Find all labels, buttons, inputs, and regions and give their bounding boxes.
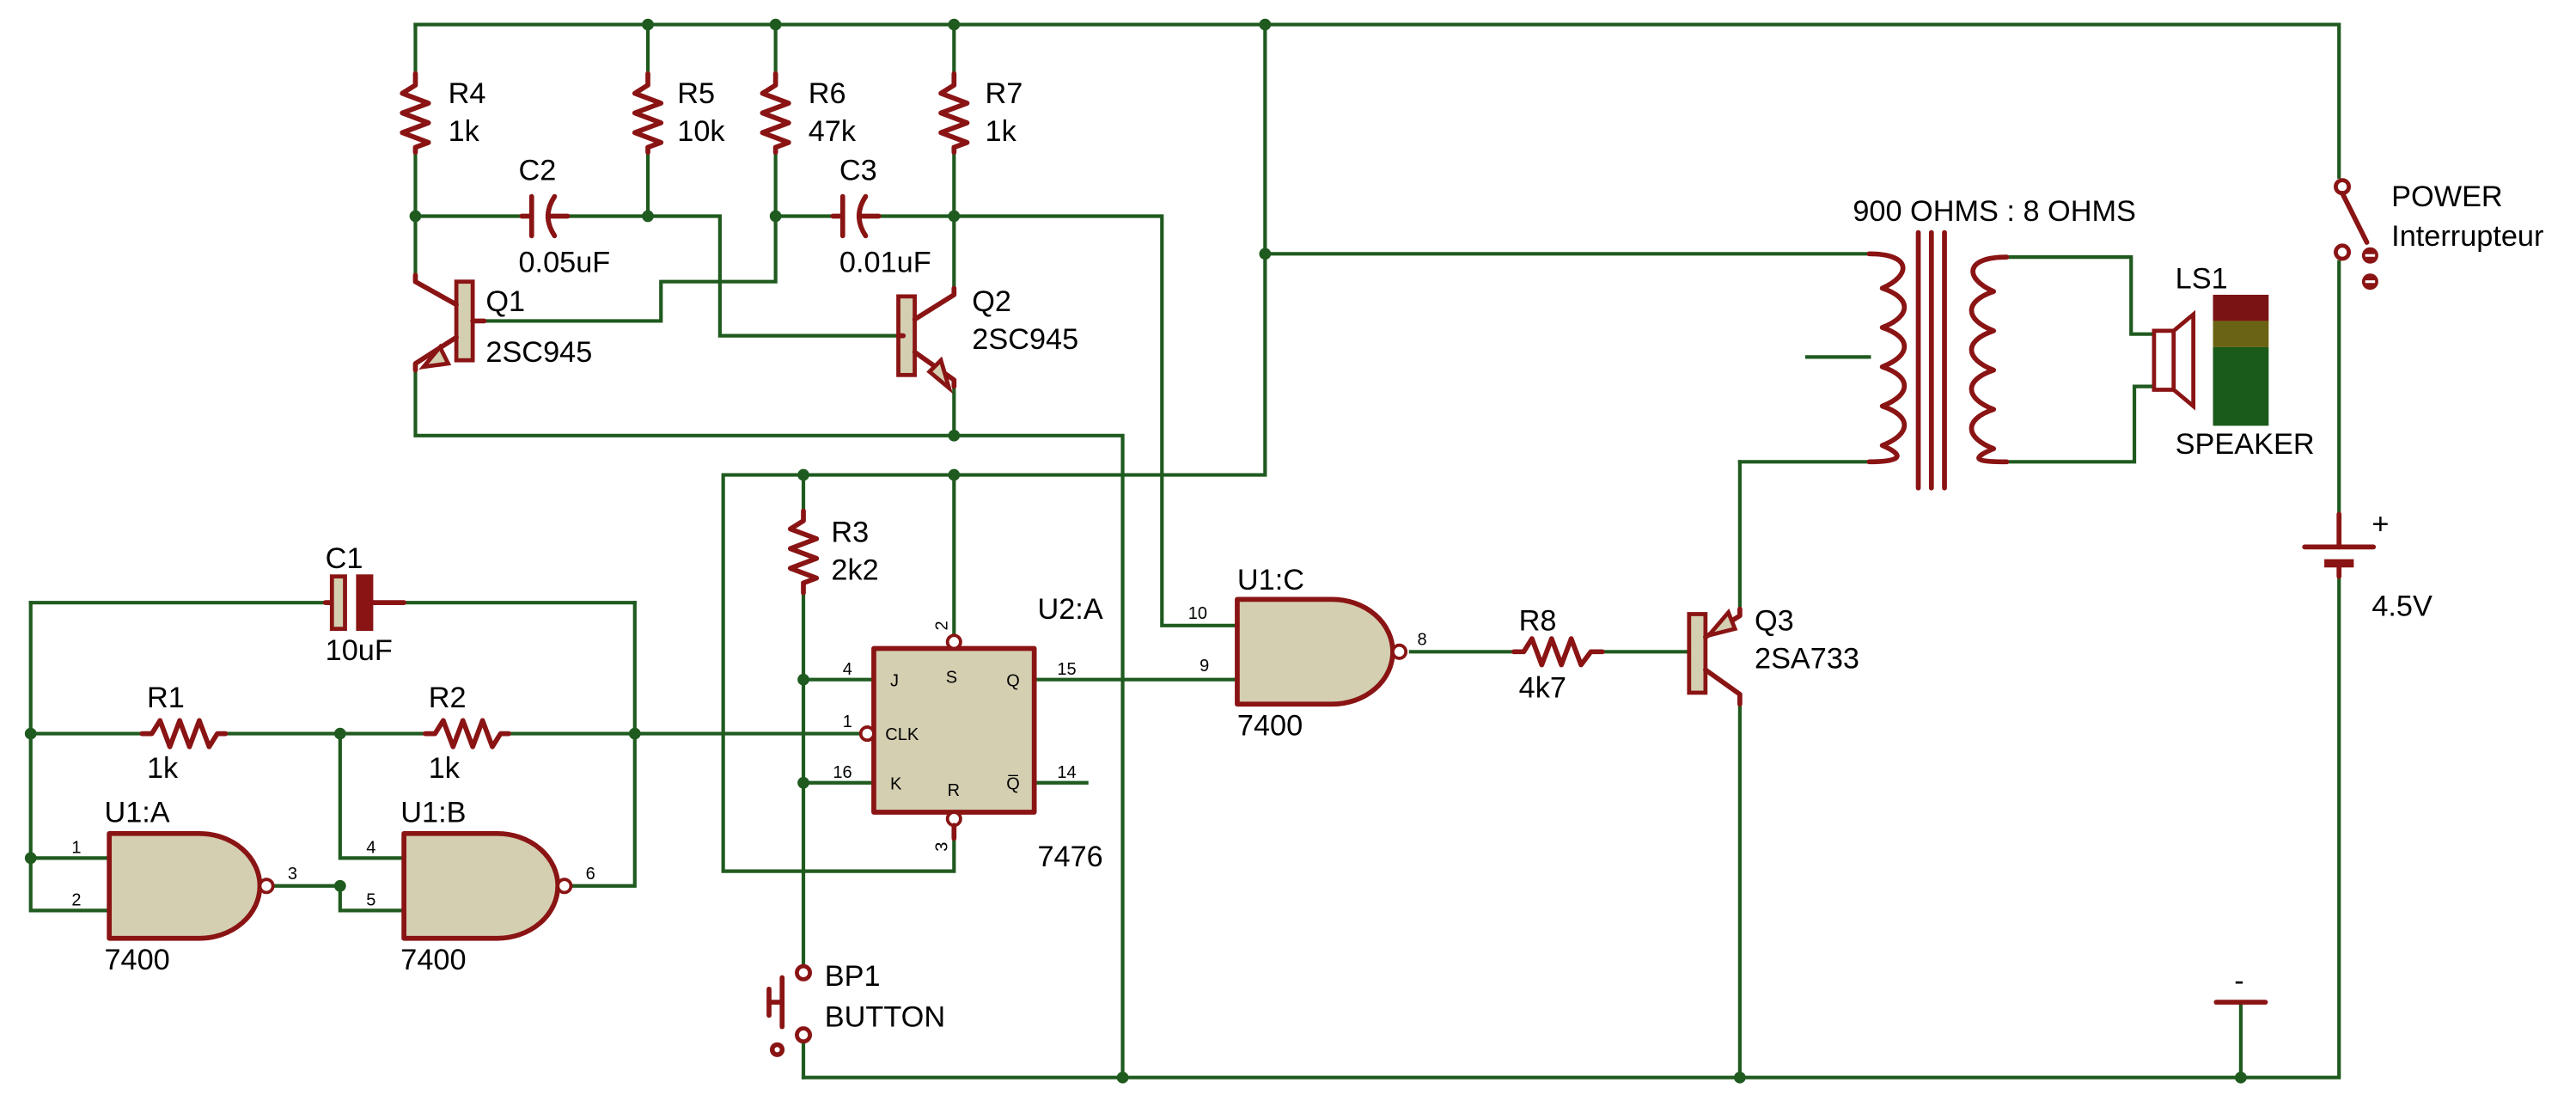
r5-value: 10k	[677, 115, 725, 148]
u2a-ref: U2:A	[1037, 593, 1102, 626]
r2-ref: R2	[429, 682, 467, 714]
capacitor-c2: C2 0.05uF	[518, 155, 610, 279]
r5-ref: R5	[677, 77, 715, 110]
battery-value: 4.5V	[2372, 590, 2433, 622]
r3-ref: R3	[831, 517, 869, 549]
u1a-value: 7400	[104, 944, 169, 976]
u1b-pin6: 6	[586, 865, 595, 884]
u2a-pin-j-label: J	[890, 671, 899, 690]
u2a-pin-r-label: R	[948, 781, 960, 800]
junction-dots	[24, 18, 2247, 1084]
power-ref: POWER	[2391, 180, 2503, 213]
u2a-pin-clk-label: CLK	[885, 725, 919, 744]
r6-value: 47k	[809, 115, 857, 148]
u1a-pin2: 2	[71, 891, 81, 910]
u2a-pin-qbar-num: 14	[1057, 763, 1076, 782]
q3-value: 2SA733	[1755, 642, 1859, 675]
q1-ref: Q1	[485, 285, 525, 318]
resistor-r5: R5 10k	[632, 70, 725, 156]
flipflop-u2a: J S Q CLK K R Q̅ 4 2 15 1 16 3 14 U2:A 7…	[833, 593, 1103, 873]
battery-polarity: +	[2372, 508, 2389, 541]
r7-value: 1k	[986, 115, 1017, 148]
u1b-ref: U1:B	[400, 796, 466, 829]
r6-ref: R6	[809, 77, 846, 110]
push-button-bp1: BP1 BUTTON	[766, 960, 945, 1057]
r4-value: 1k	[449, 115, 480, 148]
transformer-label: 900 OHMS : 8 OHMS	[1853, 195, 2136, 228]
ls1-value: SPEAKER	[2176, 428, 2315, 461]
q2-ref: Q2	[972, 285, 1011, 318]
transistor-q1: Q1 2SC945	[412, 272, 592, 373]
resistor-r8: R8 4k7	[1511, 605, 1605, 705]
capacitor-c3: C3 0.01uF	[830, 155, 931, 278]
bp1-value: BUTTON	[825, 1001, 945, 1034]
u2a-pin-q-num: 15	[1057, 660, 1076, 679]
u1c-pin10: 10	[1188, 604, 1207, 623]
u2a-pin-s-num: 2	[933, 621, 952, 630]
nand-gate-u1a: 1 2 3 U1:A 7400	[71, 796, 297, 976]
u2a-pin-r-num: 3	[933, 842, 952, 852]
u1c-value: 7400	[1237, 709, 1303, 742]
r3-value: 2k2	[831, 554, 878, 586]
u1a-pin1: 1	[71, 839, 81, 858]
q3-ref: Q3	[1755, 605, 1794, 638]
transistor-q3: Q3 2SA733	[1687, 605, 1859, 707]
u2a-pin-j-num: 4	[843, 660, 852, 679]
u2a-pin-clk-num: 1	[843, 713, 852, 731]
u2a-pin-q-label: Q	[1006, 671, 1020, 690]
r8-ref: R8	[1519, 605, 1557, 638]
u1a-pin3: 3	[288, 865, 297, 884]
resistor-r3: R3 2k2	[787, 508, 879, 596]
u2a-pin-s-label: S	[946, 669, 957, 688]
r1-value: 1k	[147, 752, 179, 785]
power-value: Interrupteur	[2391, 220, 2543, 253]
r1-ref: R1	[147, 682, 185, 714]
r4-ref: R4	[449, 77, 486, 110]
c2-value: 0.05uF	[518, 246, 610, 278]
ground-label: -	[2234, 965, 2243, 998]
u1c-pin9: 9	[1199, 657, 1209, 676]
u1b-pin4: 4	[366, 839, 375, 858]
resistor-r4: R4 1k	[400, 70, 486, 156]
nand-gate-u1c: 10 9 8 U1:C 7400	[1188, 564, 1427, 743]
u2a-pin-k-num: 16	[833, 763, 852, 782]
u1c-ref: U1:C	[1237, 564, 1304, 596]
r7-ref: R7	[986, 77, 1023, 110]
resistor-r6: R6 47k	[760, 70, 857, 156]
c1-value: 10uF	[326, 634, 393, 667]
u1a-ref: U1:A	[104, 796, 169, 829]
q2-value: 2SC945	[972, 323, 1078, 356]
c3-ref: C3	[839, 155, 877, 187]
r2-value: 1k	[429, 752, 461, 785]
transistor-q2: Q2 2SC945	[895, 285, 1078, 394]
speaker-ls1: LS1 SPEAKER	[2152, 262, 2315, 461]
resistor-r7: R7 1k	[938, 70, 1023, 156]
ground-symbol: -	[2213, 965, 2268, 1005]
u1c-pin8: 8	[1418, 631, 1427, 650]
u2a-pin-k-label: K	[890, 774, 902, 793]
q1-value: 2SC945	[485, 336, 592, 369]
u2a-value: 7476	[1037, 841, 1102, 873]
wires	[28, 22, 2341, 1079]
nand-gate-u1b: 4 5 6 U1:B 7400	[366, 796, 595, 976]
ls1-ref: LS1	[2176, 262, 2228, 295]
c3-value: 0.01uF	[839, 246, 931, 278]
power-switch: POWER Interrupteur	[2334, 178, 2543, 291]
battery: + 4.5V	[2302, 508, 2433, 622]
transformer: 900 OHMS : 8 OHMS	[1853, 195, 2136, 491]
u1b-pin5: 5	[366, 891, 375, 910]
r8-value: 4k7	[1519, 672, 1566, 705]
u2a-pin-qbar-label: Q̅	[1006, 774, 1020, 794]
resistor-r1: R1 1k	[139, 682, 229, 785]
bp1-ref: BP1	[825, 960, 881, 993]
c1-ref: C1	[326, 542, 363, 575]
capacitor-c1: C1 10uF	[322, 542, 406, 667]
u1b-value: 7400	[400, 944, 466, 976]
c2-ref: C2	[518, 155, 556, 187]
resistor-r2: R2 1k	[423, 682, 511, 785]
